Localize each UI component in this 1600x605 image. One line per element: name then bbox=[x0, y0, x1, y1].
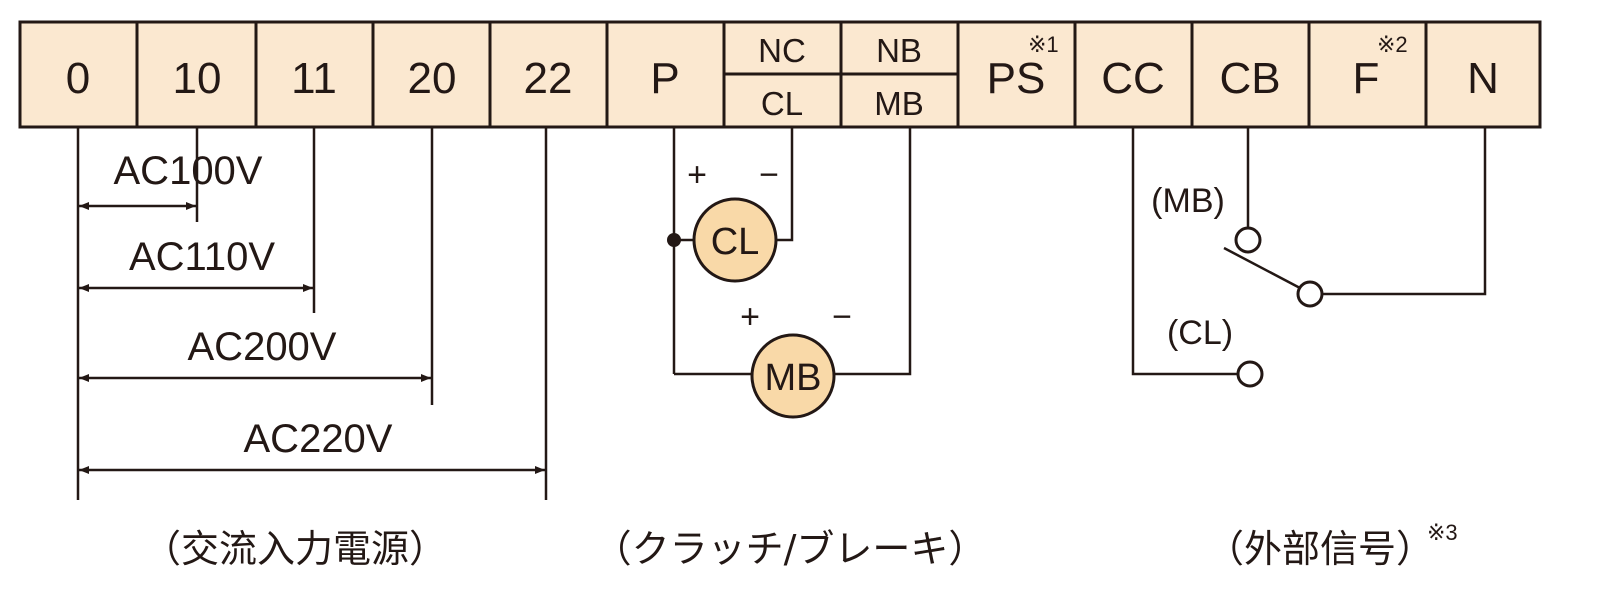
junction-dot bbox=[667, 233, 681, 247]
terminal-11-label: 11 bbox=[291, 54, 337, 103]
brake-coil-label: MB bbox=[765, 357, 822, 399]
switch-contact-mb bbox=[1234, 226, 1262, 254]
brake-minus-sign: − bbox=[832, 298, 852, 336]
terminal-cl-label: CL bbox=[761, 85, 803, 122]
terminal-22-label: 22 bbox=[524, 54, 573, 103]
terminal-f-label: F bbox=[1353, 54, 1380, 103]
clutch-plus-sign: + bbox=[687, 156, 707, 194]
clutch-brake-wiring bbox=[672, 127, 912, 376]
clutch-coil-icon bbox=[692, 197, 778, 283]
terminal-p-label: P bbox=[650, 54, 679, 103]
power-wiring bbox=[76, 127, 548, 500]
brake-coil-icon bbox=[750, 333, 836, 419]
terminal-n-label: N bbox=[1467, 54, 1499, 103]
external-signal-wiring bbox=[1131, 127, 1487, 376]
terminal-20-label: 20 bbox=[408, 54, 457, 103]
terminal-ps-label: PS bbox=[987, 54, 1046, 103]
terminal-mb-label: MB bbox=[874, 85, 924, 122]
switch-pivot-icon bbox=[1296, 280, 1324, 308]
caption-external-signal: （外部信号） bbox=[1206, 527, 1434, 571]
terminal-nc-label: NC bbox=[758, 32, 806, 69]
brake-plus-sign: + bbox=[740, 298, 760, 336]
terminal-ps-note: ※1 bbox=[1028, 32, 1059, 57]
switch-lever bbox=[1223, 246, 1301, 290]
terminal-strip bbox=[18, 20, 1542, 129]
caption-external-note: ※3 bbox=[1427, 520, 1458, 545]
terminal-f-note: ※2 bbox=[1377, 32, 1408, 57]
caption-ac-power: （交流入力電源） bbox=[143, 527, 447, 571]
ac200v-label: AC200V bbox=[188, 325, 337, 369]
terminal-nb-label: NB bbox=[876, 32, 922, 69]
signal-mb-label: (MB) bbox=[1151, 182, 1225, 220]
ac110v-label: AC110V bbox=[129, 235, 275, 279]
terminal-0-label: 0 bbox=[66, 54, 90, 103]
caption-clutch-brake: （クラッチ/ブレーキ） bbox=[594, 527, 987, 571]
ac100v-label: AC100V bbox=[114, 149, 263, 193]
terminal-10-label: 10 bbox=[173, 54, 222, 103]
clutch-minus-sign: − bbox=[759, 156, 779, 194]
terminal-cb-label: CB bbox=[1219, 54, 1280, 103]
terminal-cc-label: CC bbox=[1101, 54, 1165, 103]
clutch-coil-label: CL bbox=[711, 221, 760, 263]
switch-contact-cl bbox=[1236, 360, 1264, 388]
ac220v-label: AC220V bbox=[244, 417, 393, 461]
signal-cl-label: (CL) bbox=[1167, 314, 1233, 352]
